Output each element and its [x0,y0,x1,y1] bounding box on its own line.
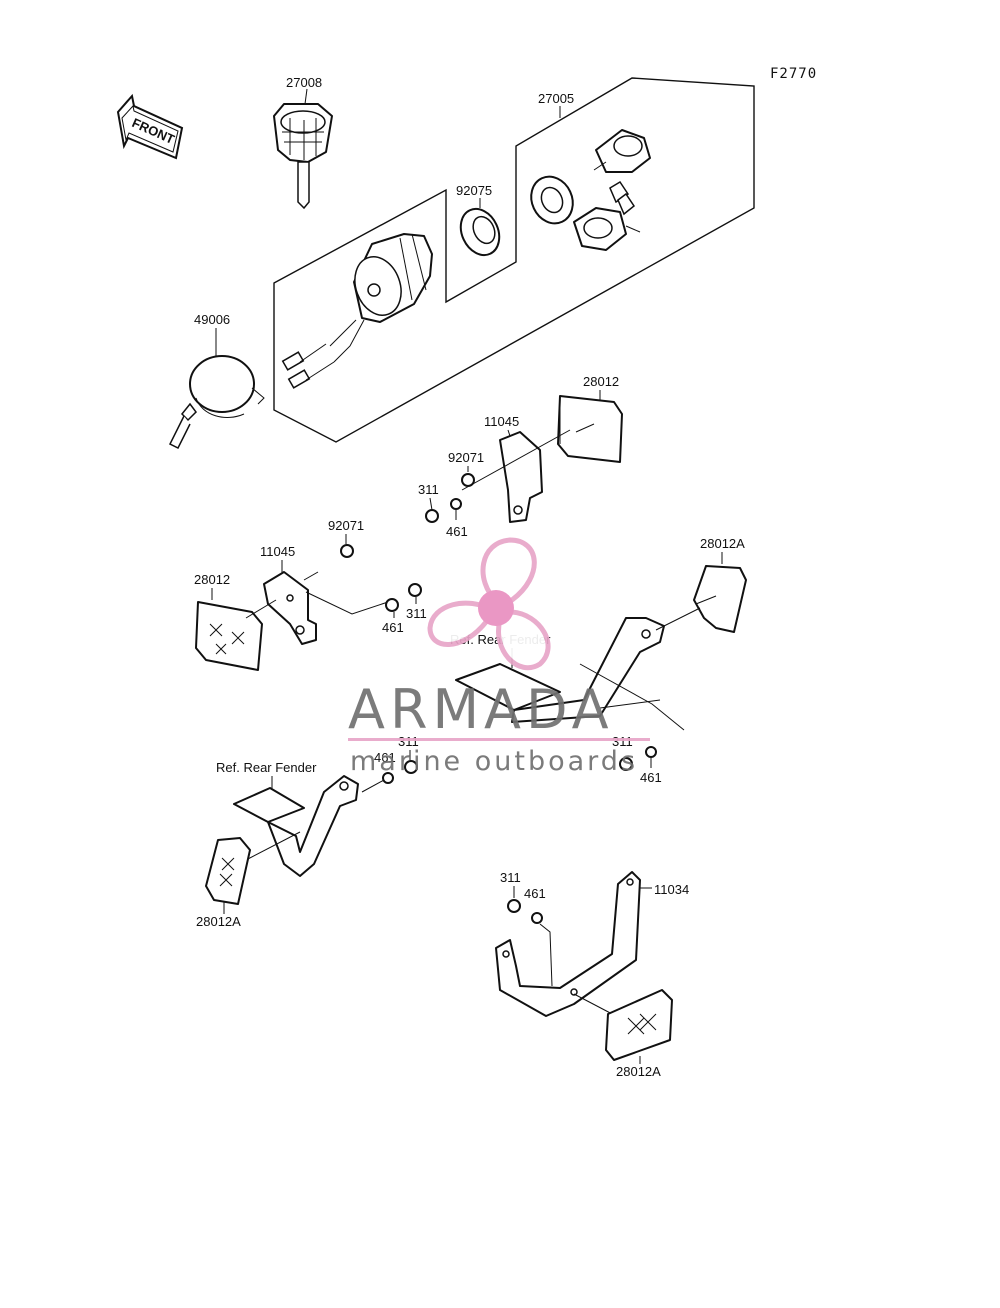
label-reflector-bottom: 28012A [616,1064,661,1079]
diagram-code: F2770 [770,66,817,82]
brand-tagline: marine outboards [350,746,638,777]
label-fender-left: Ref. Rear Fender [216,760,317,775]
label-reflector-right: 28012A [700,536,745,551]
brand-underline [348,738,650,741]
horn [168,355,265,450]
label-seal: 92075 [456,183,492,198]
reflector-right [693,565,747,633]
label-311-mid: 311 [406,606,427,621]
label-311-top: 311 [418,482,439,497]
fender-bracket-right [455,607,701,731]
label-461-top: 461 [446,524,468,539]
washer-461-center [382,772,394,784]
nut-311-right [619,757,633,771]
label-461-right: 461 [640,770,662,785]
label-311-bottom: 311 [500,870,521,885]
nut-311-center [404,760,418,774]
reflector-mid [195,599,277,671]
label-311-center: 311 [398,734,419,749]
bracket-mid [263,571,389,645]
nut-311-bottom [507,899,521,913]
ignition-key [273,103,333,210]
label-461-bottom: 461 [524,886,546,901]
reflector-bottom [605,989,673,1061]
bracket-bottom [495,871,641,1017]
bracket-top [461,429,571,523]
label-reflector-mid: 28012 [194,572,230,587]
washer-461-right [645,746,657,758]
label-bracket-mid: 11045 [260,544,295,559]
label-bracket-bottom: 11034 [654,882,689,897]
lock-set [530,129,651,251]
brand-name: ARMADA [348,678,614,741]
label-nut-top: 92071 [448,450,484,465]
ignition-switch [281,233,433,389]
fender-bracket-left [233,775,385,877]
nut-311-mid [408,583,422,597]
label-key: 27008 [286,75,322,90]
nut-311-top [425,509,439,523]
label-bracket-top: 11045 [484,414,519,429]
front-arrow-icon: FRONT [116,93,184,160]
label-461-mid: 461 [382,620,404,635]
nut-mid [340,544,354,558]
label-reflector-left: 28012A [196,914,241,929]
label-horn: 49006 [194,312,230,327]
label-311-right: 311 [612,734,633,749]
label-lock-set: 27005 [538,91,574,106]
nut-top [461,473,475,487]
watermark: ARMADA marine outboards [348,537,650,777]
seal-ring [459,207,501,257]
label-461-center: 461 [374,750,396,765]
label-reflector-top: 28012 [583,374,619,389]
washer-461-mid [385,598,399,612]
reflector-left [205,837,251,905]
switch-group-box [273,77,755,443]
label-nut-mid: 92071 [328,518,364,533]
washer-461-bottom [531,912,543,924]
reflector-top [557,395,623,463]
washer-461-top [450,498,462,510]
propeller-logo-icon [427,537,551,671]
